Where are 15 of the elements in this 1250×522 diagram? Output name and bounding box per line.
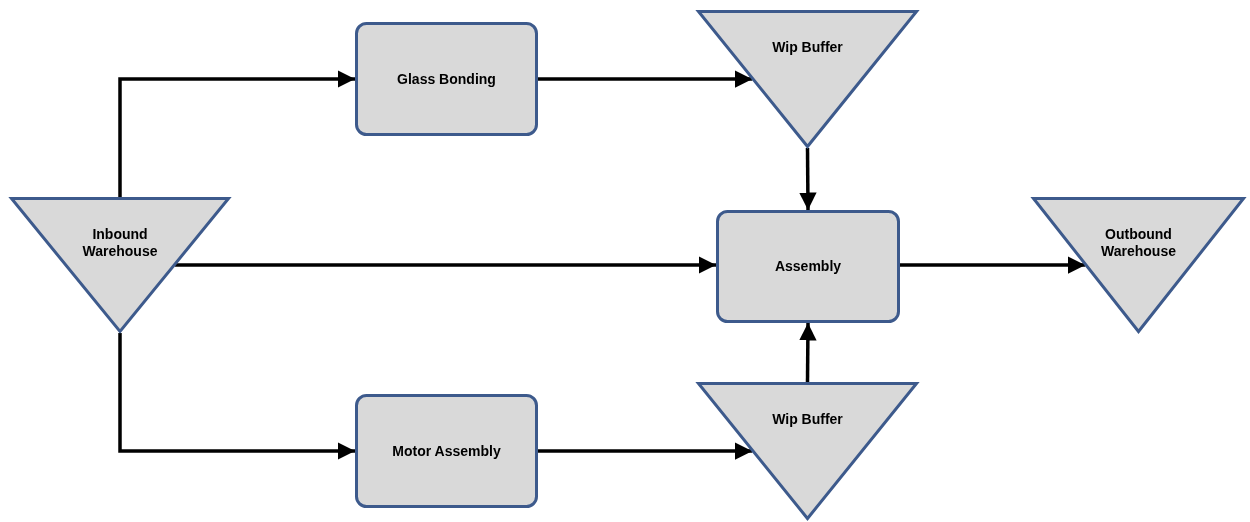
node-label: Inbound Warehouse xyxy=(81,225,159,260)
arrow xyxy=(799,148,817,210)
arrow xyxy=(118,70,355,197)
node-label: Motor Assembly xyxy=(391,442,502,460)
arrow xyxy=(175,256,716,274)
node-label: Assembly xyxy=(773,258,843,275)
arrow xyxy=(900,256,1086,274)
arrow xyxy=(118,333,355,460)
node-label: Wip Buffer xyxy=(771,410,844,428)
arrow xyxy=(538,442,753,460)
node-label: Glass Bonding xyxy=(396,70,497,88)
arrow xyxy=(538,70,753,88)
node-label: Outbound Warehouse xyxy=(1100,225,1177,260)
arrow xyxy=(799,323,817,382)
node-label: Wip Buffer xyxy=(771,38,844,56)
